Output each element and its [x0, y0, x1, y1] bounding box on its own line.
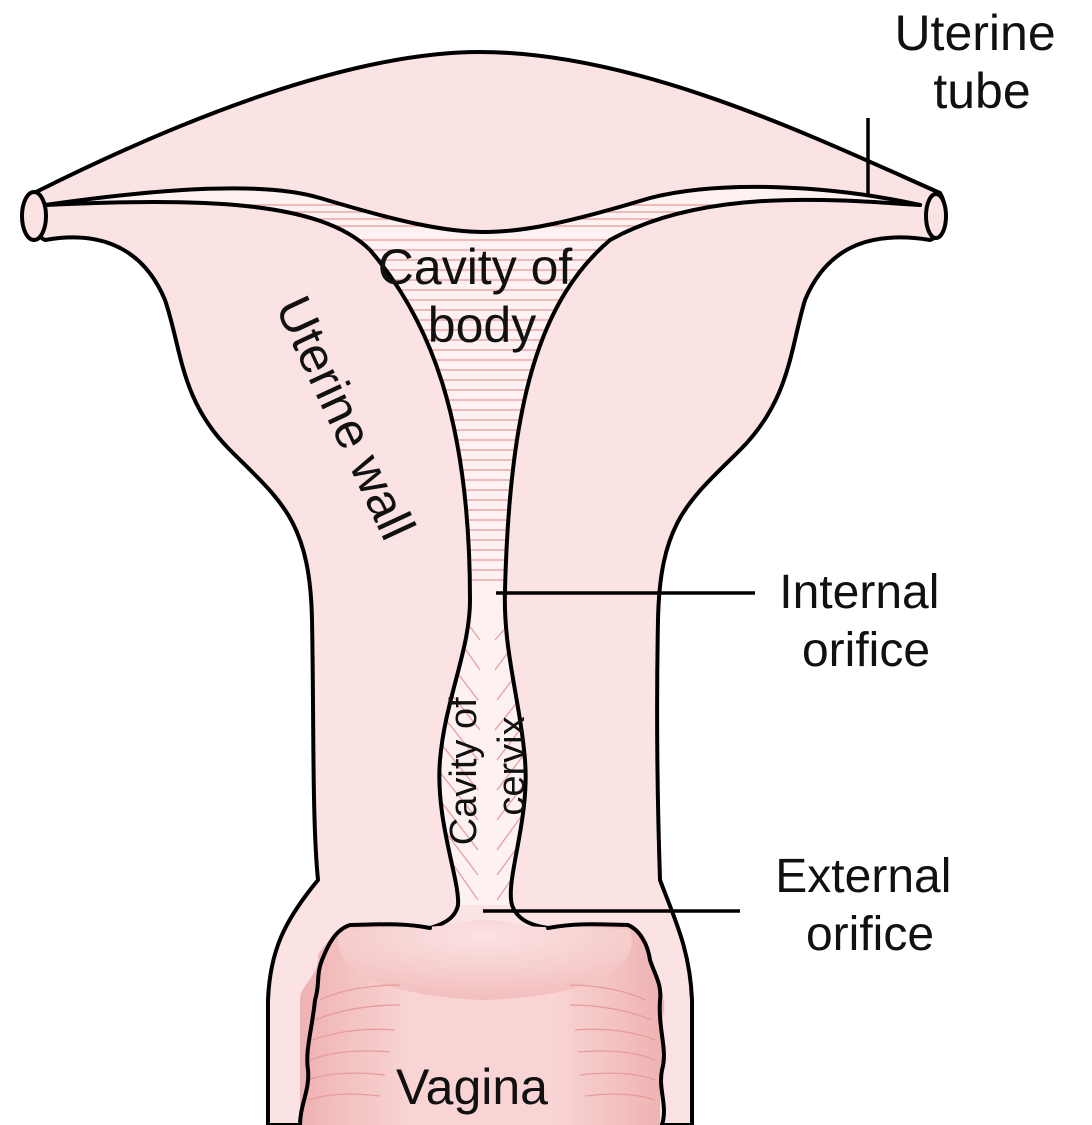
- label-external-orifice: External orifice: [775, 850, 964, 961]
- label-vagina: Vagina: [396, 1059, 548, 1115]
- label-internal-orifice: Internal orifice: [779, 566, 952, 677]
- left-tube-opening: [22, 192, 46, 240]
- right-tube-opening: [926, 194, 946, 238]
- label-uterine-tube: Uterine tube: [894, 5, 1069, 119]
